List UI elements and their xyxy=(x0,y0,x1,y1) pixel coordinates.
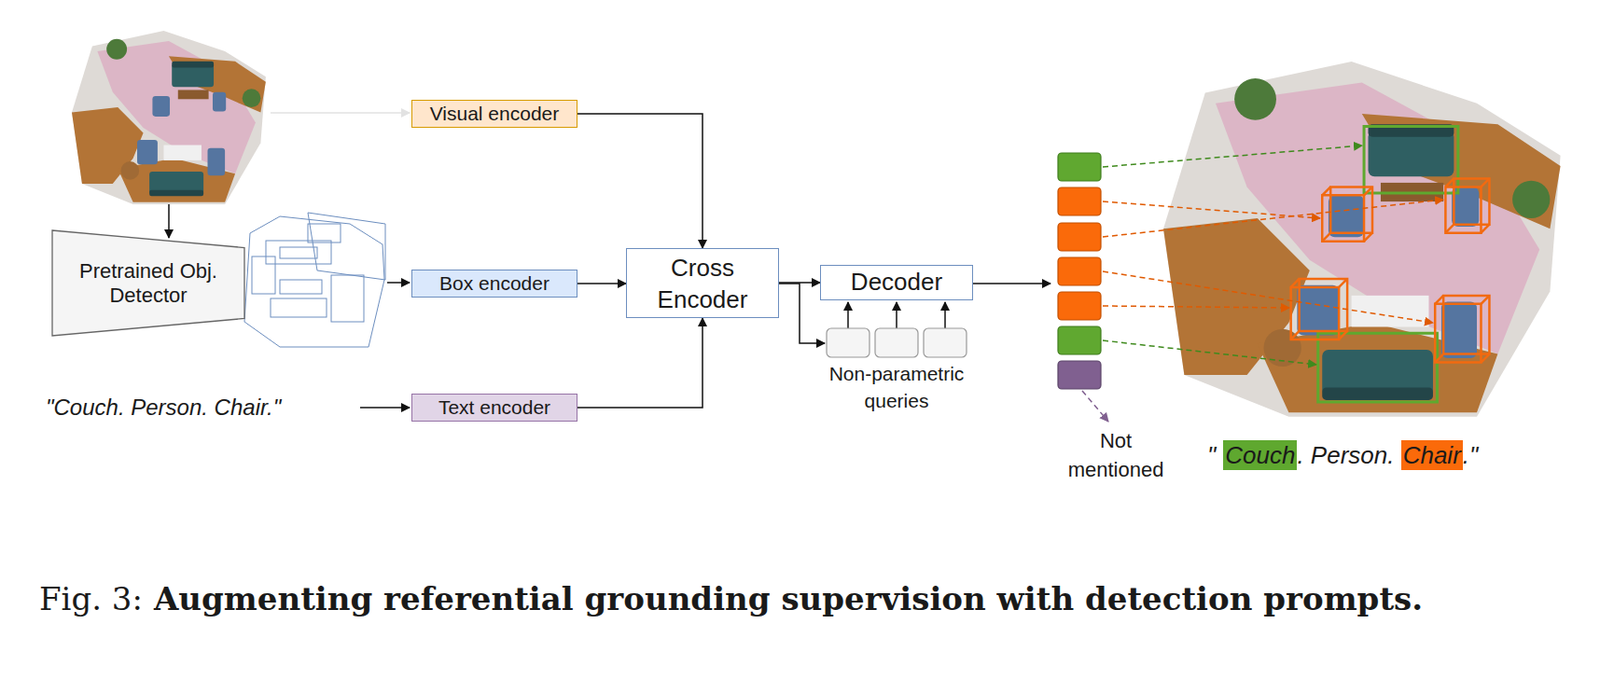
node-text: Cross Encoder xyxy=(641,251,764,316)
connector-arrow xyxy=(577,318,703,408)
queries-label: Non-parametric queries xyxy=(817,360,976,415)
faint-arrow xyxy=(270,111,410,114)
node-text: Box encoder xyxy=(439,272,550,295)
quote-mark: " xyxy=(1207,440,1216,471)
caption-text: Augmenting referential grounding supervi… xyxy=(153,580,1423,618)
cross-encoder-box: Cross Encoder xyxy=(626,248,780,319)
highlight-couch: Couch xyxy=(1223,440,1297,471)
box-wireframe xyxy=(244,212,386,348)
trapezoid-shape xyxy=(52,230,245,336)
prompt-piece: . Person. xyxy=(1296,440,1401,471)
connector-arrow xyxy=(577,113,703,249)
token-links xyxy=(1082,145,1444,422)
node-text: Pretrained Obj. Detector xyxy=(73,259,223,307)
node-text: Text encoder xyxy=(438,396,551,419)
encoder-box: Box encoder xyxy=(411,269,578,298)
figure-number: Fig. 3: xyxy=(39,580,143,618)
node-text: Visual encoder xyxy=(430,102,560,126)
output-tokens xyxy=(1057,153,1101,390)
scene-output xyxy=(1163,61,1561,418)
quote-mark: ." xyxy=(1462,440,1478,471)
scene-input xyxy=(71,30,266,205)
encoder-box: Visual encoder xyxy=(411,99,578,128)
connector-arrow xyxy=(779,281,821,284)
detector-trapezoid: Pretrained Obj. Detector xyxy=(51,229,246,337)
connector-arrow xyxy=(577,282,627,285)
node-text: Decoder xyxy=(850,268,943,297)
highlighted-prompt: "Couch. Person. Chair." xyxy=(1207,440,1478,471)
not-mentioned-label: Not mentioned xyxy=(1059,426,1172,485)
decoder-box: Decoder xyxy=(820,264,974,301)
highlight-chair: Chair xyxy=(1401,440,1463,471)
prompt-text: "Couch. Person. Chair." xyxy=(45,394,281,421)
figure-caption: Fig. 3: Augmenting referential grounding … xyxy=(39,580,1579,618)
query-slots xyxy=(826,328,967,358)
encoder-box: Text encoder xyxy=(411,393,578,422)
grounded-boxes xyxy=(1291,125,1490,403)
